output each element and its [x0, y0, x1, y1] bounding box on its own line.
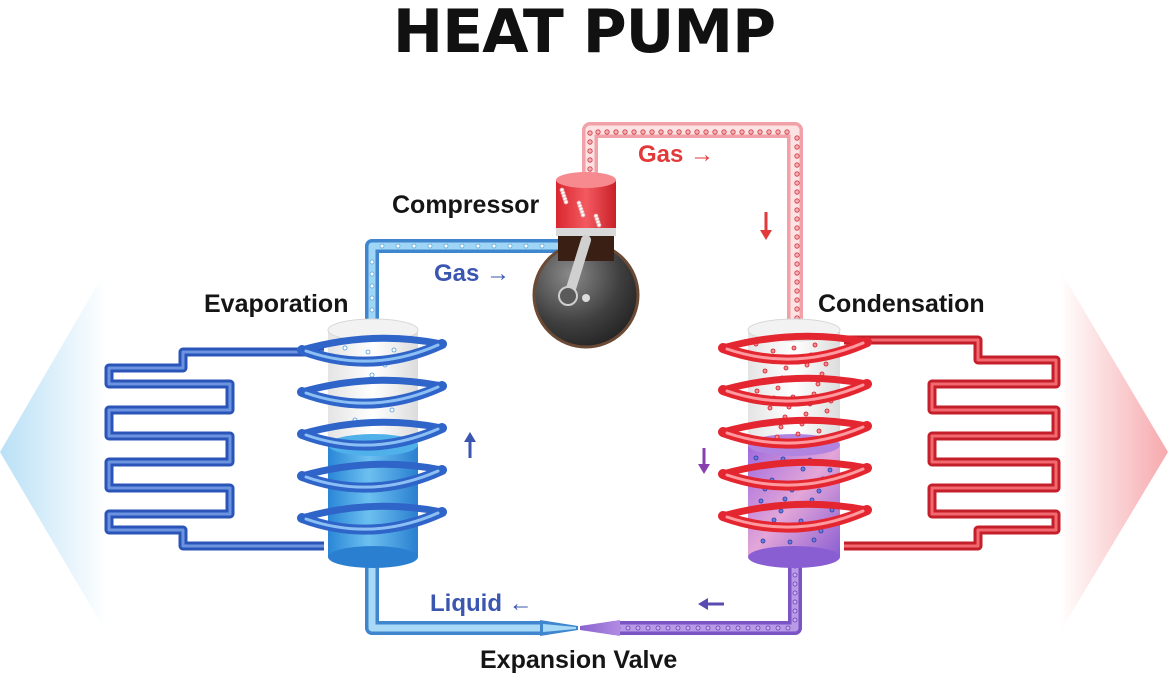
mixed-return-pipe: [612, 560, 802, 635]
expansion-valve-label: Expansion Valve: [480, 646, 678, 674]
liquid-flow-label: Liquid ←: [430, 590, 533, 617]
expansion-valve-icon: [540, 620, 620, 636]
cold-pipe-bubbles: [369, 243, 545, 325]
mixed-pipe-bubbles: [615, 563, 798, 631]
hot-gas-flow-label: Gas →: [638, 141, 715, 168]
evaporation-label: Evaporation: [204, 290, 349, 318]
compressor-icon: [532, 172, 640, 349]
condensation-label: Condensation: [818, 290, 985, 318]
cold-gas-flow-label: Gas →: [434, 260, 511, 287]
page-title: HEAT PUMP: [392, 0, 776, 67]
condenser-spiral: [718, 332, 872, 533]
evaporator-spiral: [297, 334, 447, 535]
cold-gas-pipe: [365, 239, 560, 330]
compressor-label: Compressor: [392, 191, 540, 219]
hot-pipe-bubbles: [587, 129, 800, 330]
flow-arrow-icon: [464, 212, 772, 610]
hot-output-arrow-icon: [1060, 270, 1168, 632]
evaporator-coil: [104, 347, 324, 551]
cold-output-arrow-icon: [0, 270, 106, 632]
